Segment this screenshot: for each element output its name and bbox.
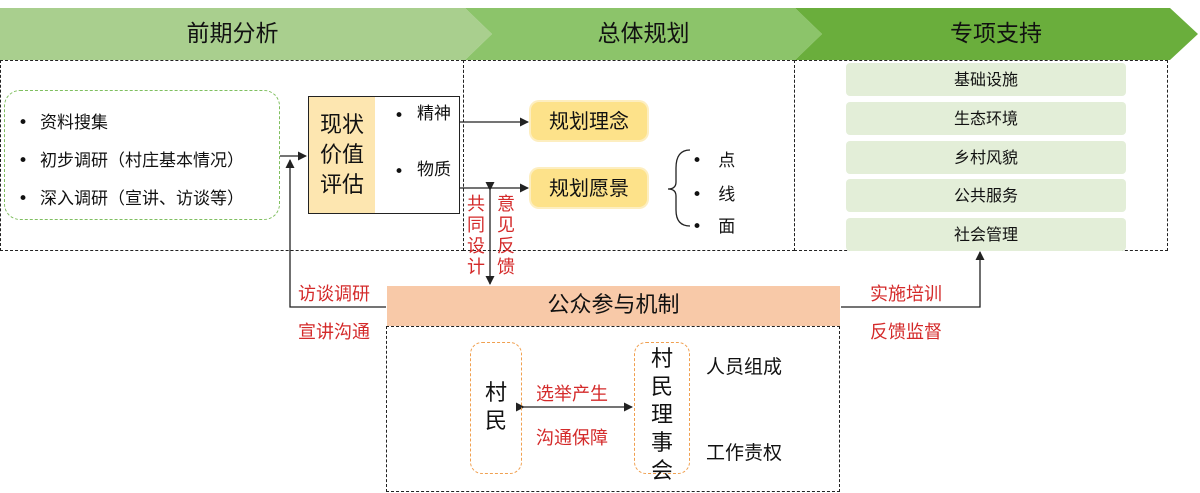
election-label: 选举产生: [536, 384, 608, 405]
bullet: •: [692, 217, 703, 237]
villagers-label: 村民: [484, 381, 507, 434]
villagers-frame: [470, 342, 522, 474]
evaluation-box: 现状价值评估 • 精神 • 物质: [308, 96, 460, 214]
bullet: •: [692, 151, 703, 171]
evaluation-label: 现状价值评估: [309, 97, 375, 213]
analysis-item-label: 初步调研（村庄基本情况）: [40, 151, 244, 171]
council-frame: [634, 342, 690, 474]
mechanism-title: 公众参与机制: [387, 286, 840, 326]
vision-item-label: 线: [718, 185, 736, 205]
supervision-label: 反馈监督: [870, 322, 942, 343]
eval-aspect-spirit: 精神: [417, 104, 451, 124]
vision-item-point: • 点: [692, 146, 735, 171]
support-item-social-management: 社会管理: [846, 218, 1126, 251]
vision-brace: [667, 149, 691, 227]
phase-chevron-1: [0, 8, 492, 60]
feedback-label: 意见反馈: [497, 194, 515, 278]
phase-chevron-3: [795, 8, 1198, 60]
bullet: •: [18, 113, 29, 133]
evaluation-text: 现状价值评估: [319, 113, 364, 198]
phase-chevron-2: [465, 8, 822, 60]
bullet: •: [18, 151, 29, 171]
eval-aspect-material: 物质: [417, 160, 451, 180]
duties-label: 工作责权: [706, 442, 783, 464]
arrow-mech-to-support: [841, 251, 985, 308]
support-item-public-service: 公共服务: [846, 179, 1126, 212]
support-item-landscape: 乡村风貌: [846, 141, 1126, 174]
publicize-label: 宣讲沟通: [298, 322, 370, 343]
co-design-label: 共同设计: [467, 194, 485, 278]
council-label: 村民理事会: [650, 347, 673, 484]
composition-label: 人员组成: [706, 356, 783, 378]
analysis-item-label: 深入调研（宣讲、访谈等）: [40, 189, 244, 209]
analysis-item-label: 资料搜集: [40, 113, 108, 133]
bullet: •: [393, 162, 405, 182]
arrow-mech-to-eval: [285, 159, 386, 308]
vision-item-area: • 面: [692, 212, 735, 237]
vision-item-label: 面: [718, 217, 736, 237]
communication-label: 沟通保障: [536, 428, 608, 449]
mechanism-frame: [386, 326, 840, 492]
concept-pill: 规划理念: [531, 102, 647, 140]
vision-item-line: • 线: [692, 180, 735, 205]
vision-item-label: 点: [718, 151, 736, 171]
support-item-ecology: 生态环境: [846, 102, 1126, 135]
phase-label-planning: 总体规划: [597, 21, 690, 47]
analysis-item-initial-survey: • 初步调研（村庄基本情况）: [18, 146, 244, 171]
analysis-item-collect: • 资料搜集: [18, 108, 108, 133]
vision-pill: 规划愿景: [531, 169, 647, 207]
bullet: •: [18, 189, 29, 209]
phase-label-support: 专项支持: [950, 21, 1042, 47]
phase-label-analysis: 前期分析: [186, 21, 279, 47]
bullet: •: [692, 185, 703, 205]
training-label: 实施培训: [870, 284, 942, 305]
support-item-infrastructure: 基础设施: [846, 63, 1126, 96]
analysis-item-deep-survey: • 深入调研（宣讲、访谈等）: [18, 184, 244, 209]
analysis-list-frame: [4, 90, 280, 220]
interview-label: 访谈调研: [298, 284, 370, 305]
bullet: •: [393, 106, 405, 126]
